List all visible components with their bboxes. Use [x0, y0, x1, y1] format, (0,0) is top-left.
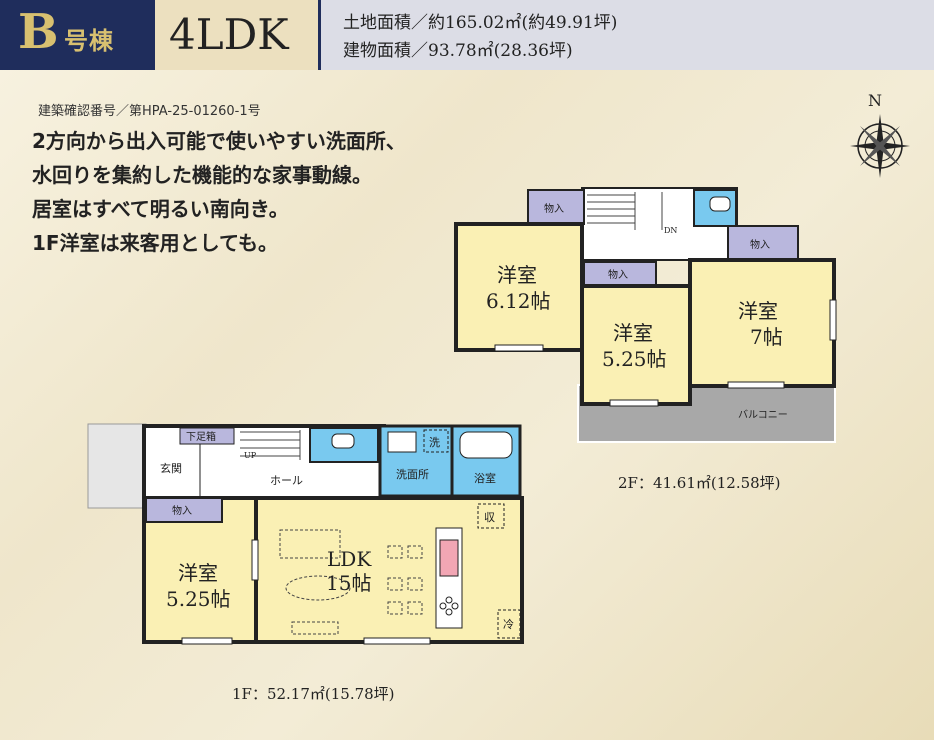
building-letter: B — [18, 4, 59, 60]
room-size: 15帖 — [326, 571, 371, 595]
room-size: 6.12帖 — [486, 289, 551, 313]
pantry-label: 収 — [484, 511, 495, 524]
room-name: 洋室 — [178, 561, 218, 585]
room-size: 5.25帖 — [166, 587, 231, 611]
stair-down-label: DN — [664, 226, 677, 235]
genkan-label: 玄関 — [160, 461, 182, 475]
room-ldk — [254, 496, 524, 644]
washer-label: 洗 — [429, 436, 440, 449]
building-badge: B 号棟 — [0, 0, 152, 70]
fridge-label: 冷 — [503, 618, 514, 631]
storage-label: 物入 — [172, 504, 192, 517]
storage-label: 物入 — [750, 238, 770, 251]
layout-badge: 4LDK — [155, 0, 318, 70]
floor2-area-label: 2F：41.61㎡(12.58坪) — [618, 474, 781, 492]
description-line: 2方向から出入可能で使いやすい洗面所、 — [32, 129, 406, 153]
room-size: 5.25帖 — [602, 347, 667, 371]
floor1-area-label: 1F：52.17㎡(15.78坪) — [232, 685, 395, 703]
entrance-porch — [87, 423, 147, 509]
balcony-label: バルコニー — [738, 409, 788, 421]
building-area: 建物面積／93.78㎡(28.36坪) — [343, 41, 573, 61]
header-bar: B 号棟 4LDK 土地面積／約165.02㎡(約49.91坪) 建物面積／93… — [0, 0, 934, 70]
description-line: 水回りを集約した機能的な家事動線。 — [32, 163, 372, 187]
washroom-label: 洗面所 — [396, 468, 429, 481]
stair-up-label: UP — [244, 451, 257, 460]
room-name: LDK — [327, 547, 372, 571]
room-western-5-25-2f — [580, 284, 692, 406]
compass-north-label: N — [868, 91, 882, 110]
storage-label: 物入 — [544, 202, 564, 215]
land-area: 土地面積／約165.02㎡(約49.91坪) — [343, 13, 618, 33]
compass-icon: N — [850, 91, 910, 178]
layout-type: 4LDK — [169, 10, 289, 59]
storage-label: 物入 — [608, 268, 628, 281]
room-size: 7帖 — [750, 325, 783, 349]
hall-label: ホール — [270, 474, 303, 487]
description-line: 居室はすべて明るい南向き。 — [32, 197, 289, 221]
bath-label: 浴室 — [474, 471, 496, 485]
room-name: 洋室 — [497, 263, 537, 287]
room-western-7 — [688, 258, 836, 388]
building-suffix: 号棟 — [64, 26, 114, 55]
area-info: 土地面積／約165.02㎡(約49.91坪) 建物面積／93.78㎡(28.36… — [321, 0, 934, 70]
room-name: 洋室 — [738, 299, 778, 323]
description-line: 1F洋室は来客用としても。 — [32, 231, 278, 255]
permit-number: 建築確認番号／第HPA-25-01260-1号 — [38, 104, 261, 119]
room-name: 洋室 — [613, 321, 653, 345]
shoe-box-label: 下足箱 — [186, 430, 216, 443]
room-western-6-12 — [454, 222, 584, 352]
